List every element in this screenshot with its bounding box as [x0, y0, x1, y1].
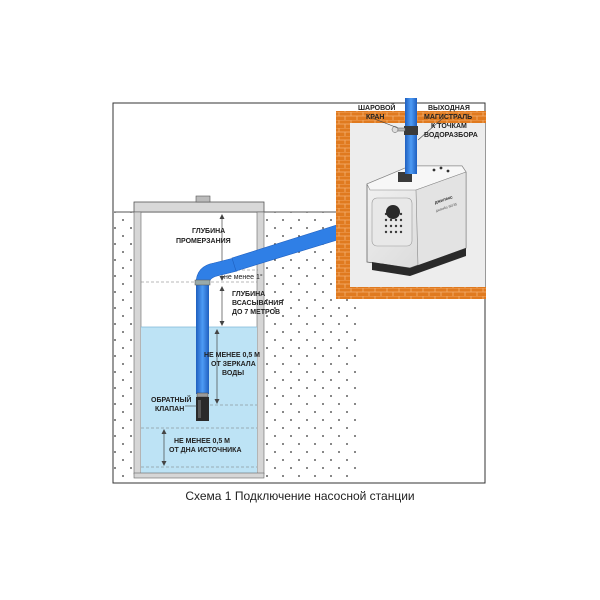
svg-text:ГЛУБИНА: ГЛУБИНА — [192, 228, 225, 235]
ball-valve-line-2: КРАН — [366, 114, 384, 121]
label-mirror-gap: НЕ МЕНЕЕ 0,5 М ОТ ЗЕРКАЛА ВОДЫ — [204, 352, 260, 377]
bottom-gap-line-2: ОТ ДНА ИСТОЧНИКА — [169, 447, 242, 454]
soil-left — [114, 212, 134, 482]
mirror-gap-line-2: ОТ ЗЕРКАЛА — [211, 361, 256, 368]
pump-station: джилекс джамбо 60/35 — [366, 165, 467, 276]
label-suction-depth: ГЛУБИНА ВСАСЫВАНИЯ ДО 7 МЕТРОВ — [232, 291, 283, 316]
svg-text:КРАН: КРАН — [366, 114, 384, 121]
suction-depth-line-1: ГЛУБИНА — [232, 291, 265, 298]
svg-text:ОБРАТНЫЙ: ОБРАТНЫЙ — [151, 395, 191, 404]
suction-depth-line-2: ВСАСЫВАНИЯ — [232, 300, 283, 307]
svg-text:ВЫХОДНАЯ: ВЫХОДНАЯ — [428, 105, 470, 112]
svg-text:ДО 7 МЕТРОВ: ДО 7 МЕТРОВ — [232, 309, 280, 316]
check-valve-line-2: КЛАПАН — [155, 406, 184, 413]
svg-text:НЕ МЕНЕЕ 0,5 М: НЕ МЕНЕЕ 0,5 М — [204, 352, 260, 359]
bottom-gap-line-1: НЕ МЕНЕЕ 0,5 М — [174, 438, 230, 445]
outlet-line-3: К ТОЧКАМ — [431, 123, 467, 130]
svg-text:ОТ ЗЕРКАЛА: ОТ ЗЕРКАЛА — [211, 361, 256, 368]
label-min-one-deg: не менее 1° — [224, 273, 263, 281]
svg-text:ВСАСЫВАНИЯ: ВСАСЫВАНИЯ — [232, 300, 283, 307]
svg-text:ГЛУБИНА: ГЛУБИНА — [232, 291, 265, 298]
svg-text:ОТ ДНА ИСТОЧНИКА: ОТ ДНА ИСТОЧНИКА — [169, 447, 242, 454]
label-freeze-depth: ГЛУБИНА ПРОМЕРЗАНИЯ — [176, 228, 231, 245]
suction-depth-line-3: ДО 7 МЕТРОВ — [232, 309, 280, 316]
pump-model: джамбо 60/35 — [435, 202, 458, 213]
outlet-line-4: ВОДОРАЗБОРА — [424, 132, 478, 139]
diagram-caption: Схема 1 Подключение насосной станции — [185, 489, 415, 503]
svg-text:ВОДЫ: ВОДЫ — [222, 370, 244, 377]
label-bottom-gap: НЕ МЕНЕЕ 0,5 М ОТ ДНА ИСТОЧНИКА — [169, 438, 242, 454]
svg-text:ВОДОРАЗБОРА: ВОДОРАЗБОРА — [424, 132, 478, 139]
mirror-gap-line-3: ВОДЫ — [222, 370, 244, 377]
check-valve — [196, 392, 209, 421]
pump-brand: джилекс — [434, 194, 454, 205]
svg-text:МАГИСТРАЛЬ: МАГИСТРАЛЬ — [424, 114, 472, 121]
label-check-valve: ОБРАТНЫЙ КЛАПАН — [151, 395, 191, 413]
ball-valve-line-1: ШАРОВОЙ — [358, 103, 395, 112]
svg-text:К ТОЧКАМ: К ТОЧКАМ — [431, 123, 467, 130]
freeze-depth-line-1: ГЛУБИНА — [192, 228, 225, 235]
outlet-pipe — [391, 98, 418, 174]
svg-text:ШАРОВОЙ: ШАРОВОЙ — [358, 103, 395, 112]
label-outlet-line: ВЫХОДНАЯ МАГИСТРАЛЬ К ТОЧКАМ ВОДОРАЗБОРА — [424, 105, 478, 139]
outlet-line-2: МАГИСТРАЛЬ — [424, 114, 472, 121]
svg-text:НЕ МЕНЕЕ 0,5 М: НЕ МЕНЕЕ 0,5 М — [174, 438, 230, 445]
check-valve-line-1: ОБРАТНЫЙ — [151, 395, 191, 404]
freeze-depth-line-2: ПРОМЕРЗАНИЯ — [176, 238, 231, 245]
svg-text:КЛАПАН: КЛАПАН — [155, 406, 184, 413]
outlet-line-1: ВЫХОДНАЯ — [428, 105, 470, 112]
svg-text:ПРОМЕРЗАНИЯ: ПРОМЕРЗАНИЯ — [176, 238, 231, 245]
mirror-gap-line-1: НЕ МЕНЕЕ 0,5 М — [204, 352, 260, 359]
label-ball-valve: ШАРОВОЙ КРАН — [358, 103, 395, 121]
